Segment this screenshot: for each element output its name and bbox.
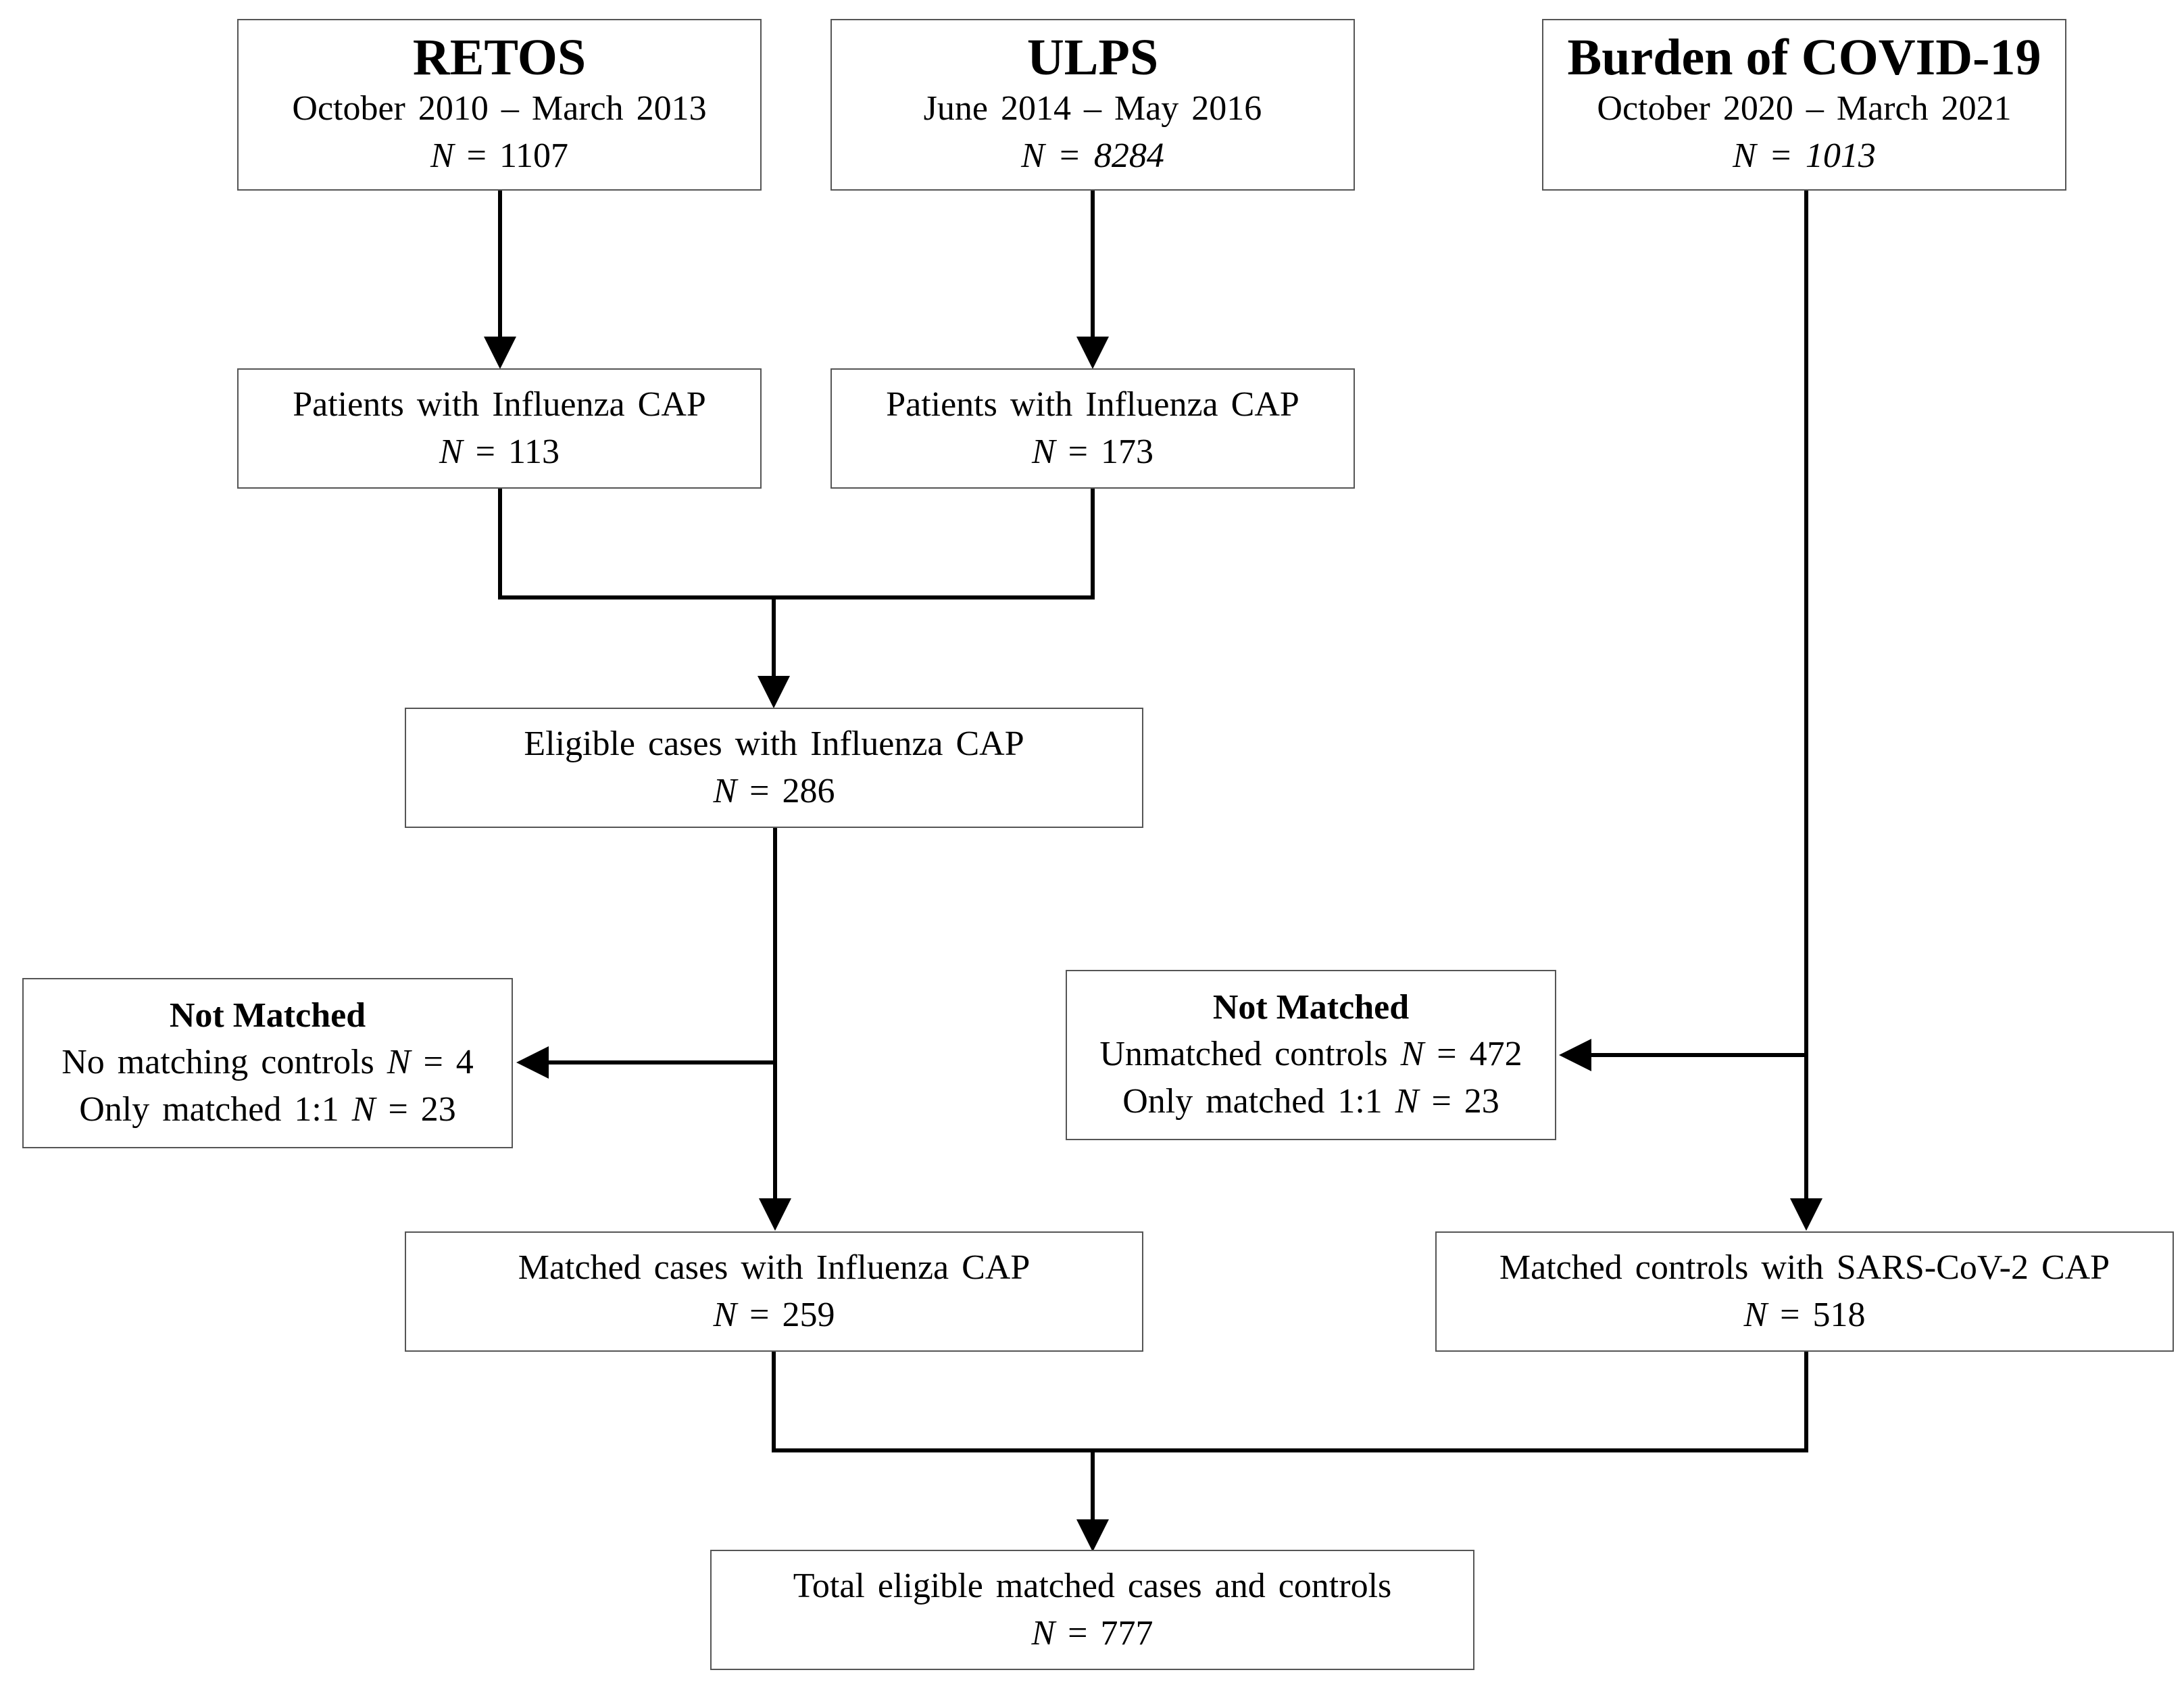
box-label: Eligible cases with Influenza CAP (524, 725, 1024, 763)
source-title: ULPS (1026, 29, 1159, 86)
box-count: N = 113 (439, 433, 560, 471)
box-label: Matched cases with Influenza CAP (518, 1248, 1031, 1287)
box-count: N = 173 (1031, 433, 1153, 471)
merge-matched-lines (772, 1352, 1808, 1452)
source-box-ulps: ULPS June 2014 – May 2016 N = 8284 (830, 19, 1355, 191)
box-count: N = 518 (1743, 1296, 1866, 1334)
not-matched-line: Only matched 1:1 N = 23 (1122, 1082, 1499, 1121)
source-period: October 2020 – March 2021 (1597, 89, 2012, 128)
box-label: Total eligible matched cases and control… (793, 1567, 1392, 1605)
box-count: N = 286 (713, 772, 835, 810)
flu-box-retos: Patients with Influenza CAP N = 113 (237, 368, 762, 489)
not-matched-box-right: Not Matched Unmatched controls N = 472 O… (1066, 970, 1556, 1140)
box-count: N = 777 (1031, 1614, 1153, 1653)
box-label: Patients with Influenza CAP (293, 385, 706, 424)
box-count: N = 259 (713, 1296, 835, 1334)
box-label: Patients with Influenza CAP (886, 385, 1299, 424)
not-matched-title: Not Matched (169, 996, 366, 1035)
box-label: Matched controls with SARS-CoV-2 CAP (1499, 1248, 2110, 1287)
merge-flu-lines (498, 488, 1095, 599)
not-matched-line: Unmatched controls N = 472 (1099, 1035, 1522, 1073)
source-box-covid: Burden of COVID-19 October 2020 – March … (1542, 19, 2066, 191)
source-count: N = 8284 (1021, 137, 1164, 175)
source-title: RETOS (412, 29, 587, 86)
source-period: October 2010 – March 2013 (292, 89, 707, 128)
flu-box-ulps: Patients with Influenza CAP N = 173 (830, 368, 1355, 489)
source-title: Burden of COVID-19 (1567, 29, 2041, 86)
matched-controls-box: Matched controls with SARS-CoV-2 CAP N =… (1435, 1231, 2174, 1352)
not-matched-box-left: Not Matched No matching controls N = 4 O… (22, 978, 513, 1148)
source-count: N = 1013 (1733, 137, 1876, 175)
source-period: June 2014 – May 2016 (923, 89, 1262, 128)
not-matched-title: Not Matched (1212, 988, 1410, 1027)
not-matched-line: Only matched 1:1 N = 23 (79, 1090, 456, 1129)
matched-cases-box: Matched cases with Influenza CAP N = 259 (405, 1231, 1143, 1352)
not-matched-line: No matching controls N = 4 (61, 1043, 474, 1081)
source-count: N = 1107 (430, 137, 569, 175)
eligible-box: Eligible cases with Influenza CAP N = 28… (405, 708, 1143, 828)
source-box-retos: RETOS October 2010 – March 2013 N = 1107 (237, 19, 762, 191)
total-box: Total eligible matched cases and control… (710, 1550, 1474, 1670)
